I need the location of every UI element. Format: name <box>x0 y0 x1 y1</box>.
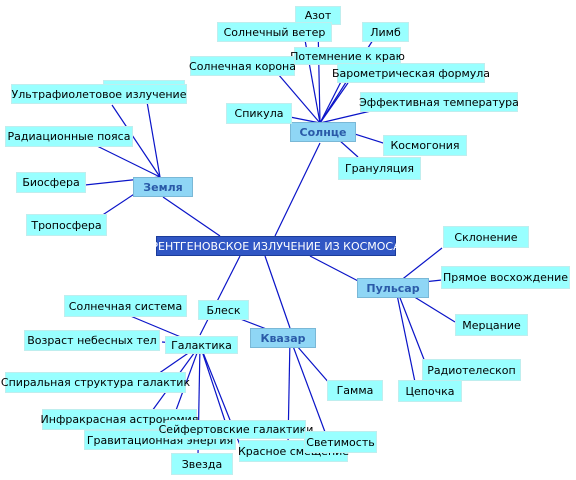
earth-item-biosphere: Биосфера <box>16 172 86 193</box>
pulsar-item-scintillation: Мерцание <box>455 314 528 336</box>
sun-item-cosmogony: Космогония <box>383 135 467 156</box>
galaxy-item-spiral: Спиральная структура галактик <box>1 372 190 393</box>
sun-item-spicule: Спикула <box>226 103 292 124</box>
quasar-item-luminosity: Светимость <box>304 431 377 453</box>
sun-item-barometric: Барометрическая формула <box>332 63 490 83</box>
sun-item-granulation: Грануляция <box>338 157 421 180</box>
earth-item-troposphere: Тропосфера <box>26 214 107 236</box>
sun-item-effective-temp: Эффективная температура <box>359 92 519 112</box>
hub-sun: Солнце <box>290 122 356 142</box>
pulsar-item-radiotelescope: Радиотелескоп <box>422 359 521 381</box>
hub-earth: Земля <box>133 177 193 197</box>
hub-pulsar: Пульсар <box>357 278 429 298</box>
earth-item-radiation-belts: Радиационные пояса <box>5 126 133 147</box>
sun-item-corona: Солнечная корона <box>189 56 296 76</box>
galaxy-node: Галактика <box>165 336 238 354</box>
pulsar-item-declination: Склонение <box>443 226 529 248</box>
galaxy-item-age: Возраст небесных тел <box>24 330 160 351</box>
root-topic-rentgen: РЕНТГЕНОВСКОЕ ИЗЛУЧЕНИЕ ИЗ КОСМОСА <box>151 236 401 256</box>
pulsar-item-right-ascension: Прямое восхождение <box>441 266 570 289</box>
sun-item-limb: Лимб <box>362 22 409 42</box>
quasar-item-gamma: Гамма <box>327 380 383 401</box>
galaxy-item-solar-system: Солнечная система <box>64 295 187 317</box>
quasar-item-seyfert: Сейфертовские галактики <box>159 420 313 439</box>
galaxy-item-star: Звезда <box>171 453 233 475</box>
pulsar-item-chain: Цепочка <box>398 380 462 402</box>
hub-quasar: Квазар <box>250 328 316 348</box>
galaxy-item-infrared: Инфракрасная астрономия <box>41 409 198 430</box>
quasar-item-brightness: Блеск <box>198 300 249 320</box>
sun-item-solar-wind: Солнечный ветер <box>217 22 332 42</box>
earth-item-uv: Ультрафиолетовое излучение <box>11 84 187 104</box>
